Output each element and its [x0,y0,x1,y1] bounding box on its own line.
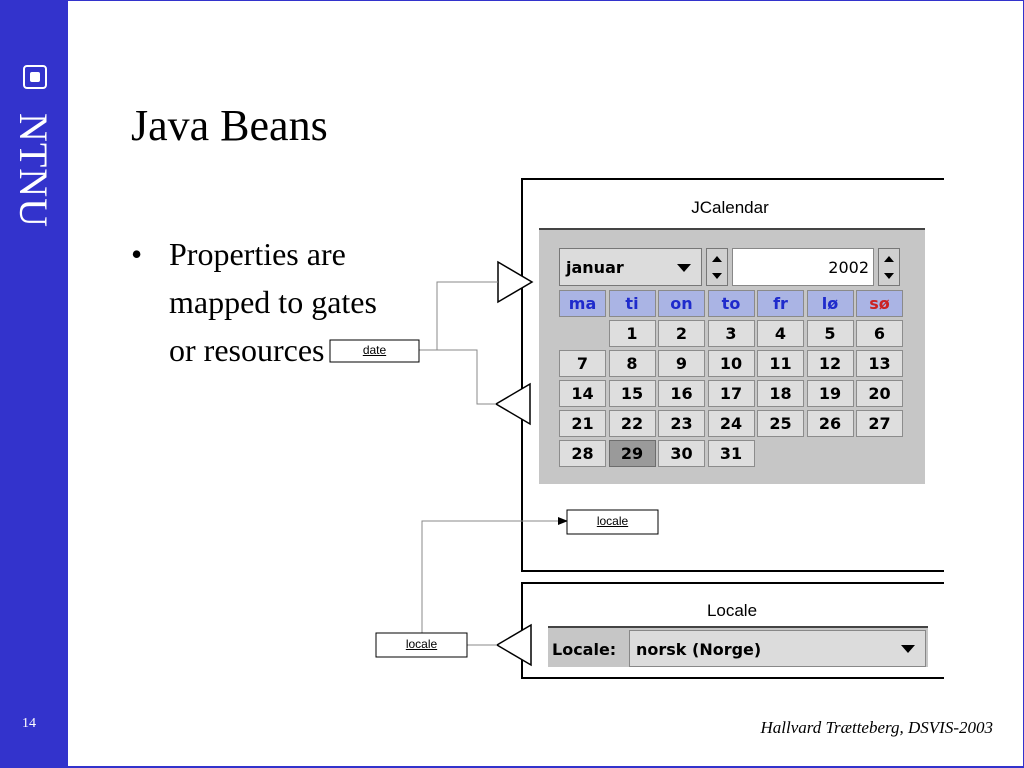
weekday-header: lø [806,290,854,317]
weekday-header: sø [856,290,903,317]
spin-up-icon[interactable] [884,256,894,262]
date-box [329,339,420,363]
month-select[interactable]: januar [559,248,702,286]
day-button[interactable]: 13 [856,350,903,377]
day-button[interactable]: 3 [707,320,755,347]
locale-inner-label: locale [596,514,629,528]
day-button[interactable]: 24 [707,410,755,437]
chevron-down-icon[interactable] [901,645,915,653]
spin-down-icon[interactable] [712,273,722,279]
month-spinner[interactable] [706,248,728,286]
day-button[interactable]: 21 [559,410,606,437]
locale-inner-box [566,509,659,535]
bullet-item: • Properties are mapped to gates or reso… [131,230,409,374]
bullet-text: Properties are mapped to gates or resour… [169,236,377,368]
date-label: date [362,343,387,357]
locale-value: norsk (Norge) [636,640,762,659]
year-value: 2002 [828,258,869,277]
jcalendar-title: JCalendar [691,198,769,217]
weekday-header: ma [559,290,606,317]
day-button[interactable]: 2 [658,320,705,347]
day-button[interactable]: 9 [658,350,705,377]
ntnu-logo-icon [23,65,47,89]
day-button[interactable]: 19 [806,380,854,407]
locale-widget: Locale: norsk (Norge) [548,626,928,667]
year-field[interactable]: 2002 [732,248,874,286]
weekday-header: to [707,290,755,317]
locale-output-gate-icon [495,623,532,667]
date-link-upper [419,281,498,351]
day-button[interactable]: 18 [757,380,804,407]
year-spinner[interactable] [878,248,900,286]
day-button[interactable]: 10 [707,350,755,377]
weekday-header: fr [757,290,804,317]
locale-link-vertical [421,517,568,634]
day-button[interactable]: 8 [608,350,656,377]
day-button[interactable]: 6 [856,320,903,347]
day-button[interactable]: 4 [757,320,804,347]
day-button[interactable]: 23 [658,410,705,437]
day-button[interactable]: 7 [559,350,606,377]
date-input-gate-icon [497,260,534,304]
day-button[interactable]: 17 [707,380,755,407]
bullet-icon: • [131,236,143,272]
day-button[interactable]: 25 [757,410,804,437]
page-number: 14 [22,716,36,731]
date-link-lower [419,349,496,405]
weekday-header: ti [608,290,656,317]
day-button[interactable]: 14 [559,380,606,407]
month-value: januar [566,258,624,277]
day-button[interactable]: 5 [806,320,854,347]
spin-up-icon[interactable] [712,256,722,262]
day-button[interactable]: 31 [707,440,755,467]
day-button[interactable]: 20 [856,380,903,407]
bottom-rule [68,766,1024,768]
day-button[interactable]: 29 [608,440,656,467]
jcalendar-container [521,178,944,572]
day-button[interactable]: 28 [559,440,606,467]
locale-outer-box [375,632,468,658]
day-button[interactable]: 26 [806,410,854,437]
locale-outer-label: locale [405,637,438,651]
day-button[interactable]: 27 [856,410,903,437]
day-button[interactable]: 11 [757,350,804,377]
day-button[interactable]: 22 [608,410,656,437]
date-output-gate-icon [494,382,531,426]
weekday-header: on [658,290,705,317]
spin-down-icon[interactable] [884,273,894,279]
top-rule [68,0,1024,1]
locale-select[interactable]: norsk (Norge) [629,630,926,667]
day-button[interactable]: 1 [608,320,656,347]
chevron-down-icon[interactable] [677,264,691,272]
sidebar: NTNU 14 [0,0,68,768]
day-button[interactable]: 16 [658,380,705,407]
footer-credit: Hallvard Trætteberg, DSVIS-2003 [760,718,993,737]
day-button[interactable]: 15 [608,380,656,407]
locale-title: Locale [706,601,758,620]
day-button[interactable]: 12 [806,350,854,377]
day-button[interactable]: 30 [658,440,705,467]
locale-label: Locale: [552,640,617,659]
slide-title: Java Beans [131,101,328,150]
